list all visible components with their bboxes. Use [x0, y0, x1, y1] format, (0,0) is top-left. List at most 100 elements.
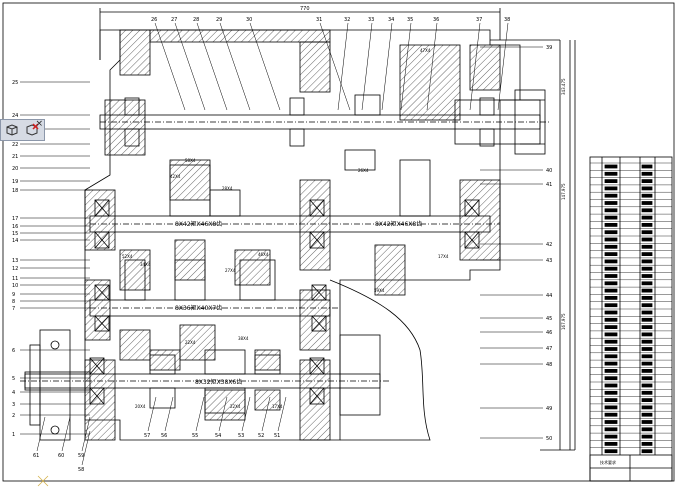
leader-line [164, 396, 174, 432]
gear-labels: 47X4 58X4 42X4 28X4 26X4 17X4 52X4 34X4 … [122, 48, 449, 409]
right-dimensions [490, 39, 576, 451]
parts-list-cell-text [641, 230, 653, 235]
leader-line [261, 396, 271, 432]
side-dim-1: 343.475 [561, 78, 566, 95]
parts-list-cell-text [604, 164, 618, 169]
parts-list-cell-text [604, 171, 618, 176]
toolbar-close-button[interactable]: × [35, 119, 43, 129]
shaft-label-2: 8X42矩X46X8齿 [375, 220, 422, 228]
leader-line [81, 416, 91, 452]
leader-line [277, 396, 287, 432]
parts-list-cell-text [641, 274, 653, 278]
svg-text:42X4: 42X4 [170, 174, 181, 179]
parts-list-cell-text [604, 420, 618, 424]
parts-list-cell-text [604, 222, 618, 227]
parts-list-cell-text [641, 325, 653, 330]
parts-list-rows [590, 162, 672, 454]
sheet-border [2, 2, 675, 482]
spindle-end [339, 89, 546, 416]
parts-list-cell-text [641, 310, 653, 315]
parts-list-cell-text [604, 266, 618, 271]
parts-list-cell-text [604, 310, 618, 315]
origin-marker-icon [37, 475, 49, 487]
parts-list-cell-text [641, 186, 653, 191]
close-view-icon[interactable] [23, 121, 41, 139]
parts-list-cell-text [641, 208, 653, 213]
part-number: 3 [12, 402, 15, 408]
svg-text:27X4: 27X4 [225, 268, 236, 273]
part-number: 55 [192, 433, 198, 439]
part-number: 48 [546, 362, 552, 368]
parts-list-cell-text [641, 215, 653, 220]
part-number: 1 [12, 432, 15, 438]
part-number: 34 [388, 17, 394, 23]
parts-list-cell-text [641, 201, 653, 205]
parts-list [589, 156, 673, 482]
parts-list-cell-text [604, 434, 618, 439]
part-number: 32 [344, 17, 350, 23]
part-number: 61 [33, 453, 39, 459]
parts-list-cell-text [641, 252, 653, 257]
svg-text:58X4: 58X4 [185, 158, 196, 163]
parts-list-cell-text [641, 434, 653, 439]
leader-line [174, 22, 206, 111]
side-dim-3: 167.975 [561, 313, 566, 330]
svg-text:46X4: 46X4 [258, 252, 269, 257]
part-number: 41 [546, 182, 552, 188]
parts-list-cell-text [641, 332, 653, 337]
parts-list-cell-text [641, 164, 653, 169]
part-number: 4 [12, 390, 15, 396]
parts-list-cell-text [641, 303, 653, 308]
floating-view-toolbar: × [0, 119, 45, 141]
parts-list-cell-text [604, 281, 618, 286]
parts-list-cell-text [604, 332, 618, 337]
part-number: 29 [216, 17, 222, 23]
parts-list-cell-text [641, 449, 653, 454]
part-number: 17 [12, 216, 18, 222]
parts-list-cell-text [641, 193, 653, 198]
leader-line [36, 416, 46, 452]
part-number: 11 [12, 276, 18, 282]
part-number: 35 [407, 17, 413, 23]
svg-text:22X4: 22X4 [230, 404, 241, 409]
parts-list-cell-text [604, 186, 618, 191]
svg-text:22X4: 22X4 [185, 340, 196, 345]
svg-text:26X4: 26X4 [358, 168, 369, 173]
leader-line [61, 416, 71, 452]
part-number: 15 [12, 231, 18, 237]
leader-line [361, 22, 373, 111]
part-number: 53 [238, 433, 244, 439]
parts-list-cell-text [604, 405, 618, 410]
parts-list-cell-text [641, 347, 653, 351]
part-number: 59 [78, 453, 84, 459]
parts-list-cell-text [641, 390, 653, 395]
leader-line [497, 22, 509, 111]
parts-list-cell-text [604, 339, 618, 344]
parts-list-cell-text [604, 259, 618, 264]
svg-text:17X4: 17X4 [272, 404, 283, 409]
svg-text:38X4: 38X4 [238, 336, 249, 341]
gears [124, 94, 431, 414]
part-number: 58 [78, 467, 84, 473]
parts-list-cell-text [641, 441, 653, 446]
box-view-icon[interactable] [3, 121, 21, 139]
part-callouts: 2627282930313233343536373825242322212019… [12, 17, 552, 473]
part-number: 54 [215, 433, 221, 439]
housing-outline [84, 29, 521, 441]
part-number: 6 [12, 348, 15, 354]
part-number: 28 [193, 17, 199, 23]
part-number: 42 [546, 242, 552, 248]
parts-list-cell-text [604, 412, 618, 417]
part-number: 8 [12, 299, 15, 305]
parts-list-cell-text [641, 405, 653, 410]
parts-list-cell-text [604, 390, 618, 395]
part-number: 45 [546, 316, 552, 322]
parts-list-cell-text [641, 354, 653, 359]
part-number: 52 [258, 433, 264, 439]
parts-list-cell-text [641, 237, 653, 242]
parts-list-cell-text [604, 354, 618, 359]
part-number: 19 [12, 179, 18, 185]
leader-line [218, 396, 228, 432]
parts-list-cell-text [641, 295, 653, 300]
